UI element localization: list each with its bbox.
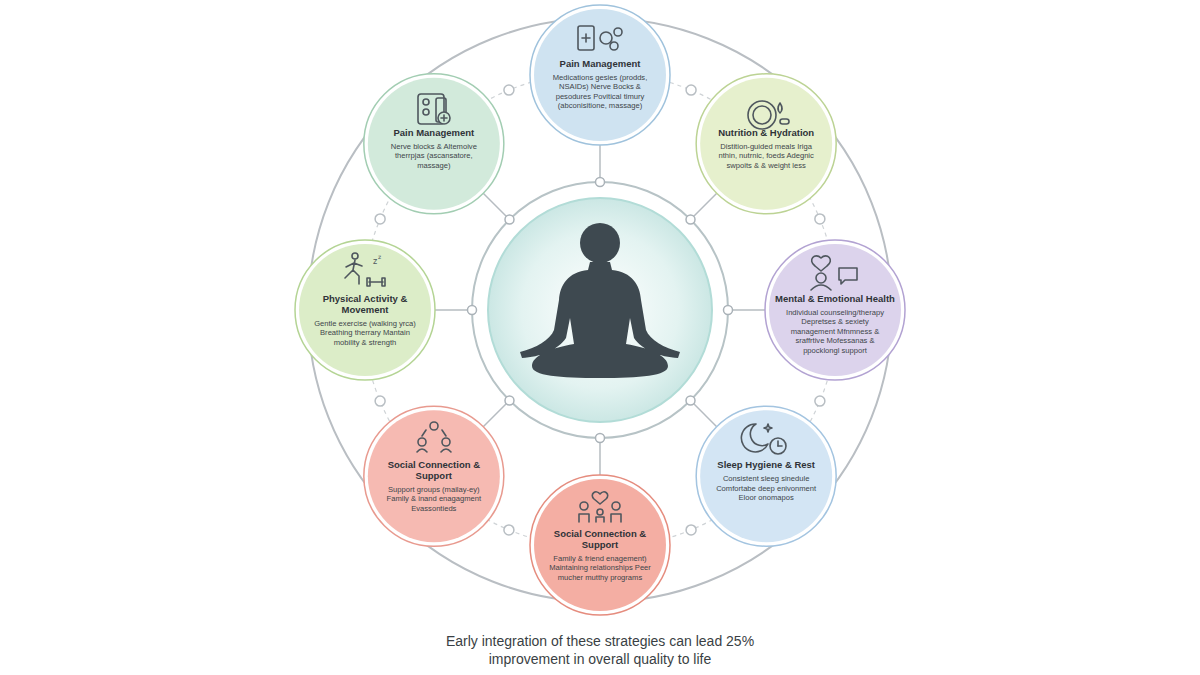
node-fill [299,244,431,376]
node-body: Nerve blocks & Altemoive therrpjas (asca… [379,142,489,170]
node-fill [534,9,666,141]
node-body: Medications gesies (prodds, NSAIDs) Nerv… [545,73,655,111]
node-body: Consistent sleeg sinedule Comfortabe dee… [711,474,821,502]
node-icons: zz [345,26,857,522]
node-title: Social Connection & Support [538,529,662,551]
node-body: Support groups (mailay-ey) Family & inan… [379,485,489,513]
node-circle [530,5,670,145]
node-circle [364,74,504,214]
node-fill [368,410,500,542]
node-circle [765,240,905,380]
caption: Early integration of these strategies ca… [420,632,780,668]
node-title: Social Connection & Support [372,460,496,482]
svg-text:z: z [378,253,381,260]
node-fill [700,78,832,210]
node-fill [368,78,500,210]
node-fill [700,410,832,542]
node-title: Pain Management [393,128,474,139]
node-circle [696,406,836,546]
node-circle [696,74,836,214]
center-circle [488,198,712,422]
node-fill [534,479,666,611]
node-title: Physical Activity & Movement [303,294,427,316]
node-title: Sleep Hygiene & Rest [717,460,815,471]
node-body: Gentle exercise (walking yrca) Breathing… [310,319,420,347]
meditation-figure [520,223,680,378]
strategy-node: Pain ManagementNerve blocks & Altemoive … [372,128,496,170]
node-circle [530,475,670,615]
strategy-node: Nutrition & HydrationDistition-guided me… [704,128,828,170]
node-title: Nutrition & Hydration [718,128,814,139]
strategy-node: Physical Activity & MovementGentle exerc… [303,294,427,347]
node-title: Mental & Emotional Health [775,294,895,305]
strategy-node: Pain ManagementMedications gesies (prodd… [538,59,662,111]
node-body: Individual counseling/therapy Depretses … [780,308,890,355]
inner-ring [472,182,728,438]
node-fill [769,244,901,376]
node-circle [364,406,504,546]
node-body: Family & friend enagement) Maintaining r… [545,554,655,582]
node-title: Pain Management [560,59,641,70]
node-body: Distition-guided meals Iriga nthin, nutr… [711,142,821,170]
strategy-node: Mental & Emotional HealthIndividual coun… [773,294,897,355]
strategy-node: Social Connection & SupportSupport group… [372,460,496,513]
strategy-node: Social Connection & SupportFamily & frie… [538,529,662,582]
strategy-node: Sleep Hygiene & RestConsistent sleeg sin… [704,460,828,502]
svg-text:z: z [373,257,377,266]
node-circle [295,240,435,380]
